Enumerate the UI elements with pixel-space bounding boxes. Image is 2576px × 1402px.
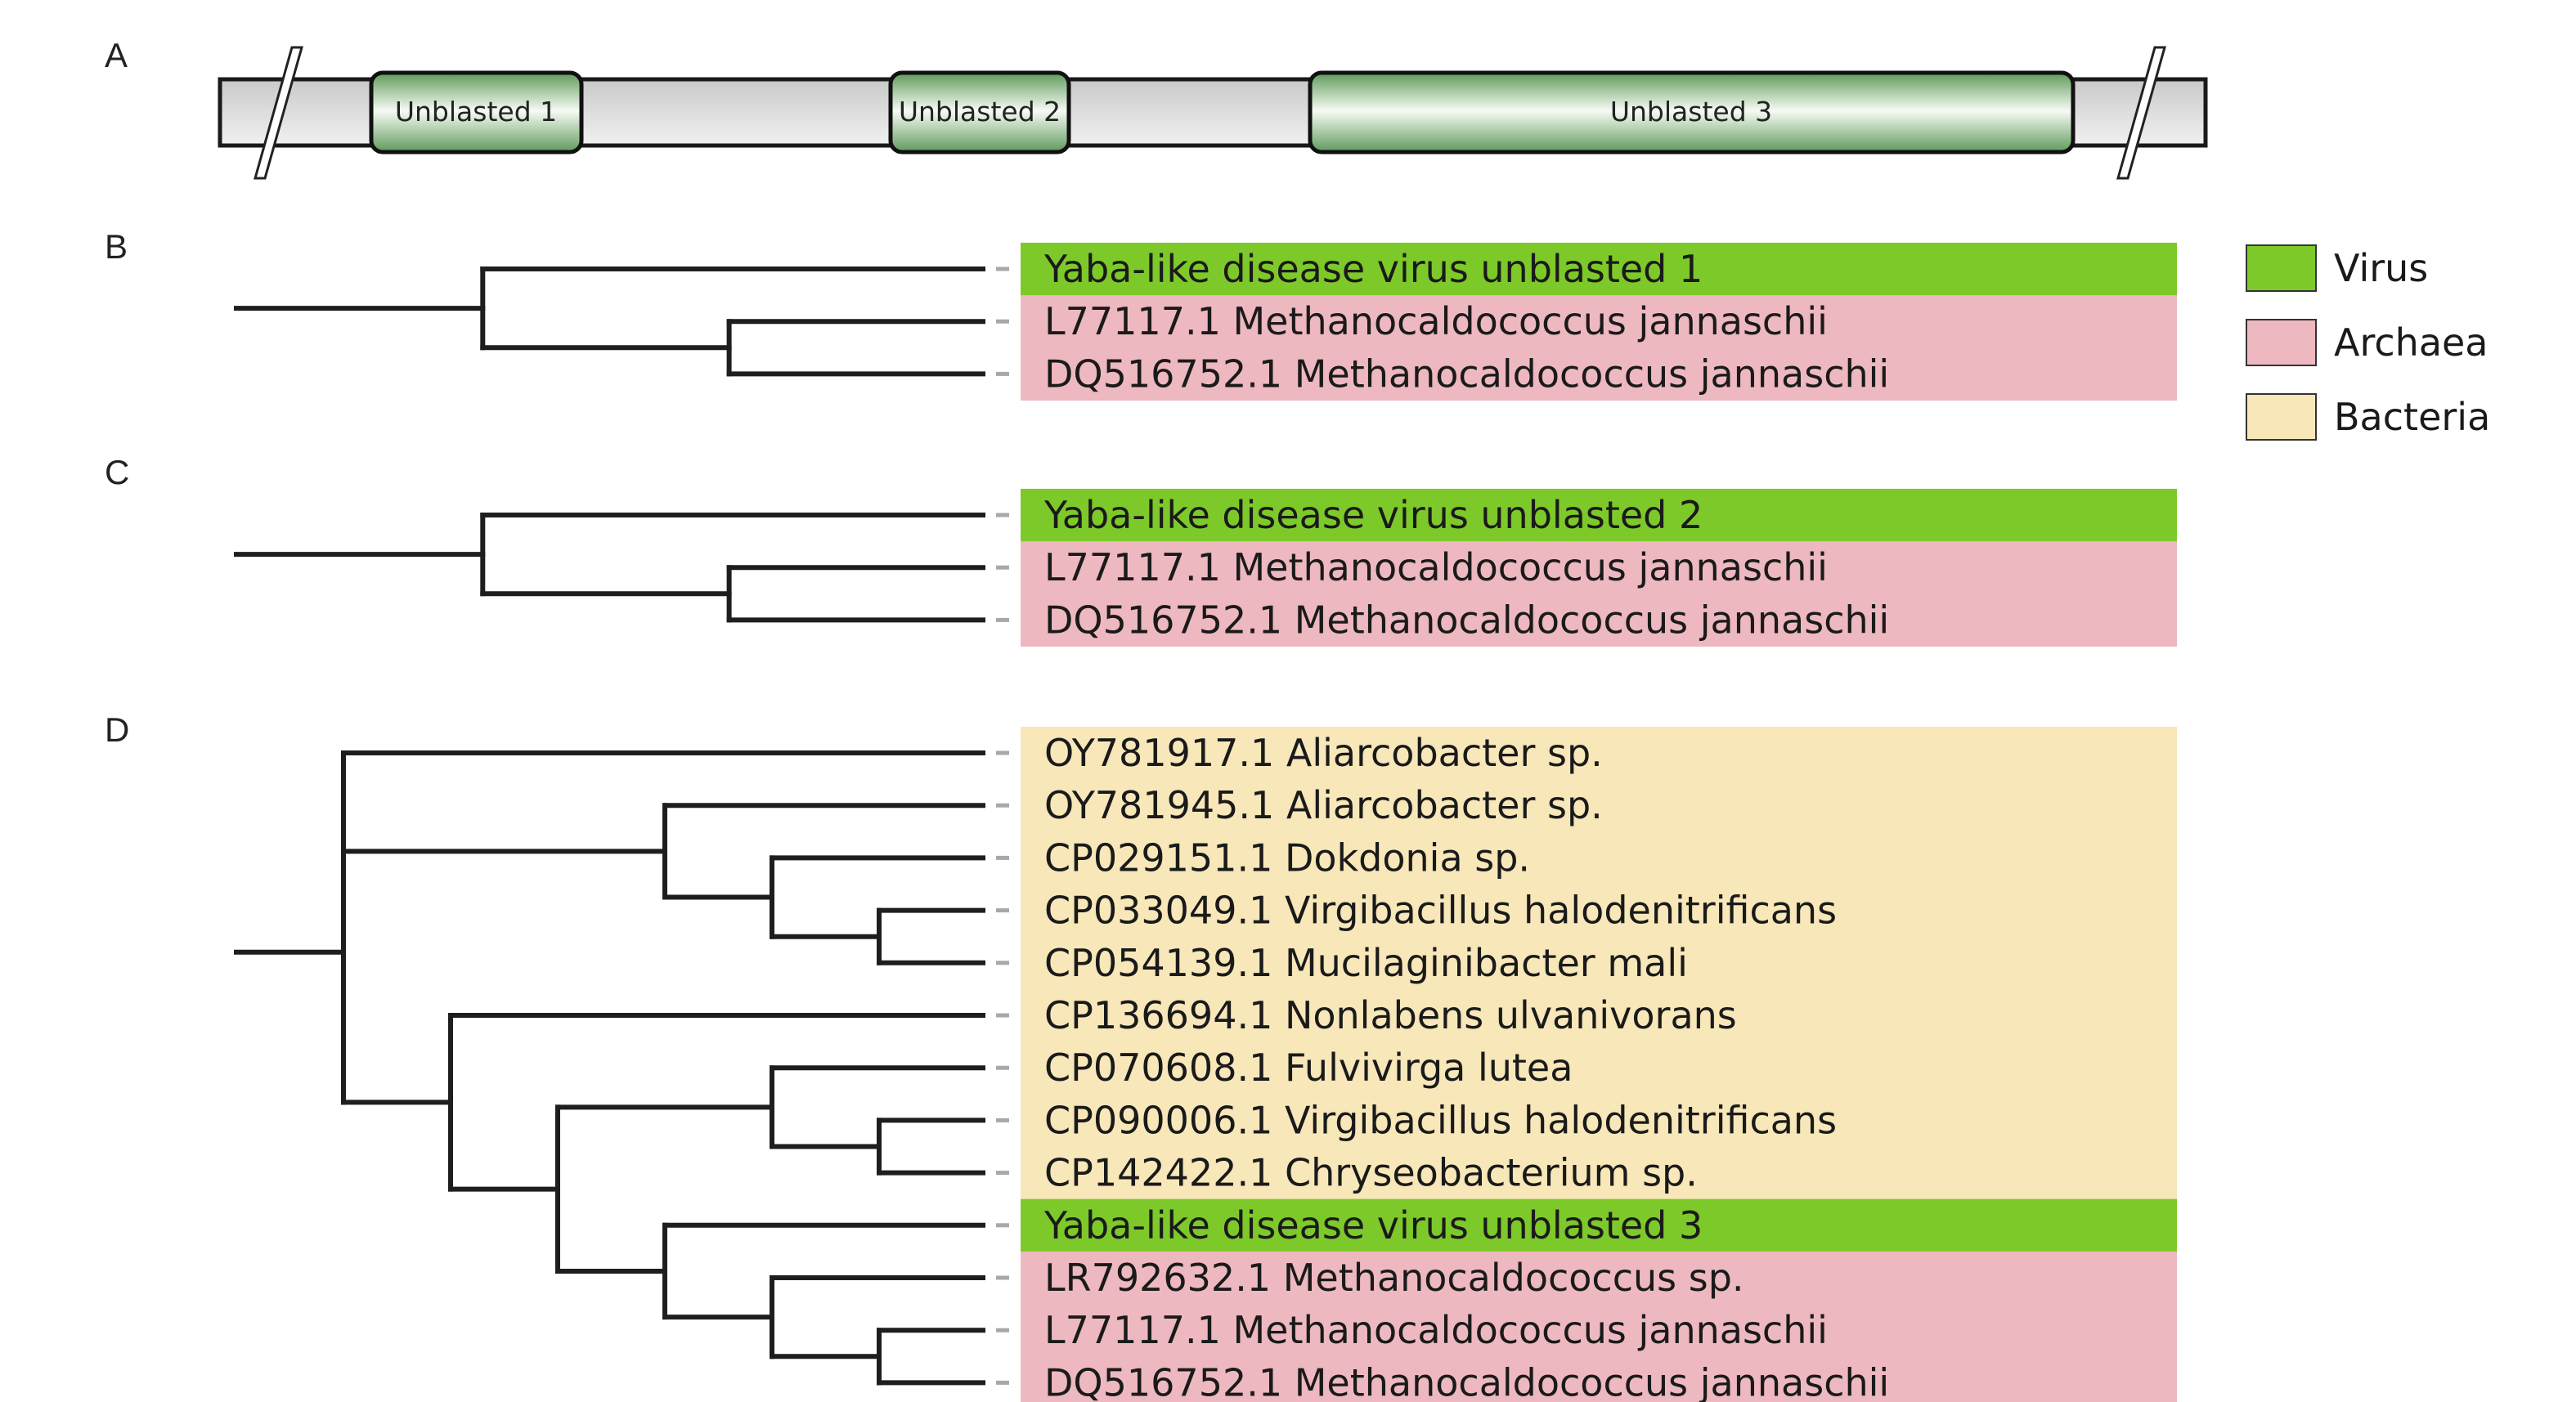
taxon-label: L77117.1 Methanocaldococcus jannaschii: [1044, 1308, 1828, 1352]
legend-swatch-archaea: [2246, 319, 2317, 366]
taxon-highlight-archaea: [1021, 593, 2177, 647]
taxon-label: DQ516752.1 Methanocaldococcus jannaschii: [1044, 598, 1889, 642]
taxon-highlight-archaea: [1021, 1356, 2177, 1402]
taxon-highlight-bacteria: [1021, 936, 2177, 990]
taxon-highlight-archaea: [1021, 347, 2177, 401]
segment-label: Unblasted 1: [395, 96, 557, 128]
taxon-label: LR792632.1 Methanocaldococcus sp.: [1044, 1256, 1744, 1300]
taxon-label: CP070608.1 Fulvivirga lutea: [1044, 1046, 1573, 1090]
taxon-label: Yaba-like disease virus unblasted 2: [1043, 493, 1703, 537]
segment-unblasted-3: Unblasted 3: [1308, 70, 2076, 155]
panel-label-a: A: [105, 36, 128, 74]
genome-map: Unblasted 1 Unblasted 2 Unblasted 3: [218, 46, 2208, 180]
panel-label-c: C: [105, 453, 129, 491]
segment-label: Unblasted 3: [1610, 96, 1772, 128]
taxon-label: OY781945.1 Aliarcobacter sp.: [1044, 783, 1603, 827]
legend-label-bacteria: Bacteria: [2334, 395, 2490, 439]
tree-panel-c: Yaba-like disease virus unblasted 2 L7711…: [234, 488, 2177, 647]
legend-label-archaea: Archaea: [2334, 320, 2488, 365]
taxon-highlight-archaea: [1021, 295, 2177, 348]
taxon-label: OY781917.1 Aliarcobacter sp.: [1044, 731, 1603, 775]
taxon-highlight-archaea: [1021, 541, 2177, 594]
taxon-highlight-virus: [1021, 1198, 2177, 1252]
taxon-label: Yaba-like disease virus unblasted 1: [1043, 247, 1703, 291]
segment-unblasted-2: Unblasted 2: [888, 70, 1071, 155]
taxon-highlight-bacteria: [1021, 884, 2177, 938]
legend-swatch-bacteria: [2246, 393, 2317, 441]
taxon-label: Yaba-like disease virus unblasted 3: [1043, 1203, 1703, 1247]
legend-label-virus: Virus: [2334, 246, 2428, 290]
taxon-highlight-virus: [1021, 242, 2177, 296]
panel-label-d: D: [105, 710, 129, 749]
tree-panel-b: Yaba-like disease virus unblasted 1 L7711…: [234, 242, 2177, 401]
segment-unblasted-1: Unblasted 1: [369, 70, 584, 155]
taxon-highlight-bacteria: [1021, 988, 2177, 1042]
taxon-highlight-archaea: [1021, 1304, 2177, 1357]
taxon-label: DQ516752.1 Methanocaldococcus jannaschii: [1044, 1360, 1889, 1402]
taxon-label: CP029151.1 Dokdonia sp.: [1044, 835, 1530, 880]
taxon-label: L77117.1 Methanocaldococcus jannaschii: [1044, 299, 1828, 343]
taxon-highlight-bacteria: [1021, 1146, 2177, 1200]
taxon-label: CP142422.1 Chryseobacterium sp.: [1044, 1151, 1698, 1195]
tree-panel-d: OY781917.1 Aliarcobacter sp. OY781945.1 A…: [234, 726, 2177, 1402]
break-mark-left: [254, 46, 303, 180]
taxon-highlight-archaea: [1021, 1251, 2177, 1305]
taxon-highlight-bacteria: [1021, 1094, 2177, 1147]
taxon-label: L77117.1 Methanocaldococcus jannaschii: [1044, 545, 1828, 589]
taxon-label: CP090006.1 Virgibacillus halodenitrifica…: [1044, 1098, 1837, 1142]
panel-label-b: B: [105, 227, 128, 266]
taxon-highlight-bacteria: [1021, 726, 2177, 780]
taxon-highlight-bacteria: [1021, 1041, 2177, 1095]
taxon-label: DQ516752.1 Methanocaldococcus jannaschii: [1044, 352, 1889, 396]
taxon-label: CP054139.1 Mucilaginibacter mali: [1044, 941, 1688, 985]
taxon-highlight-bacteria: [1021, 831, 2177, 885]
legend-swatch-virus: [2246, 244, 2317, 292]
taxon-highlight-bacteria: [1021, 779, 2177, 832]
taxon-highlight-virus: [1021, 488, 2177, 542]
taxon-label: CP033049.1 Virgibacillus halodenitrifica…: [1044, 889, 1837, 933]
break-mark-right: [2116, 46, 2166, 180]
taxon-label: CP136694.1 Nonlabens ulvanivorans: [1044, 993, 1737, 1037]
segment-label: Unblasted 2: [899, 96, 1061, 128]
